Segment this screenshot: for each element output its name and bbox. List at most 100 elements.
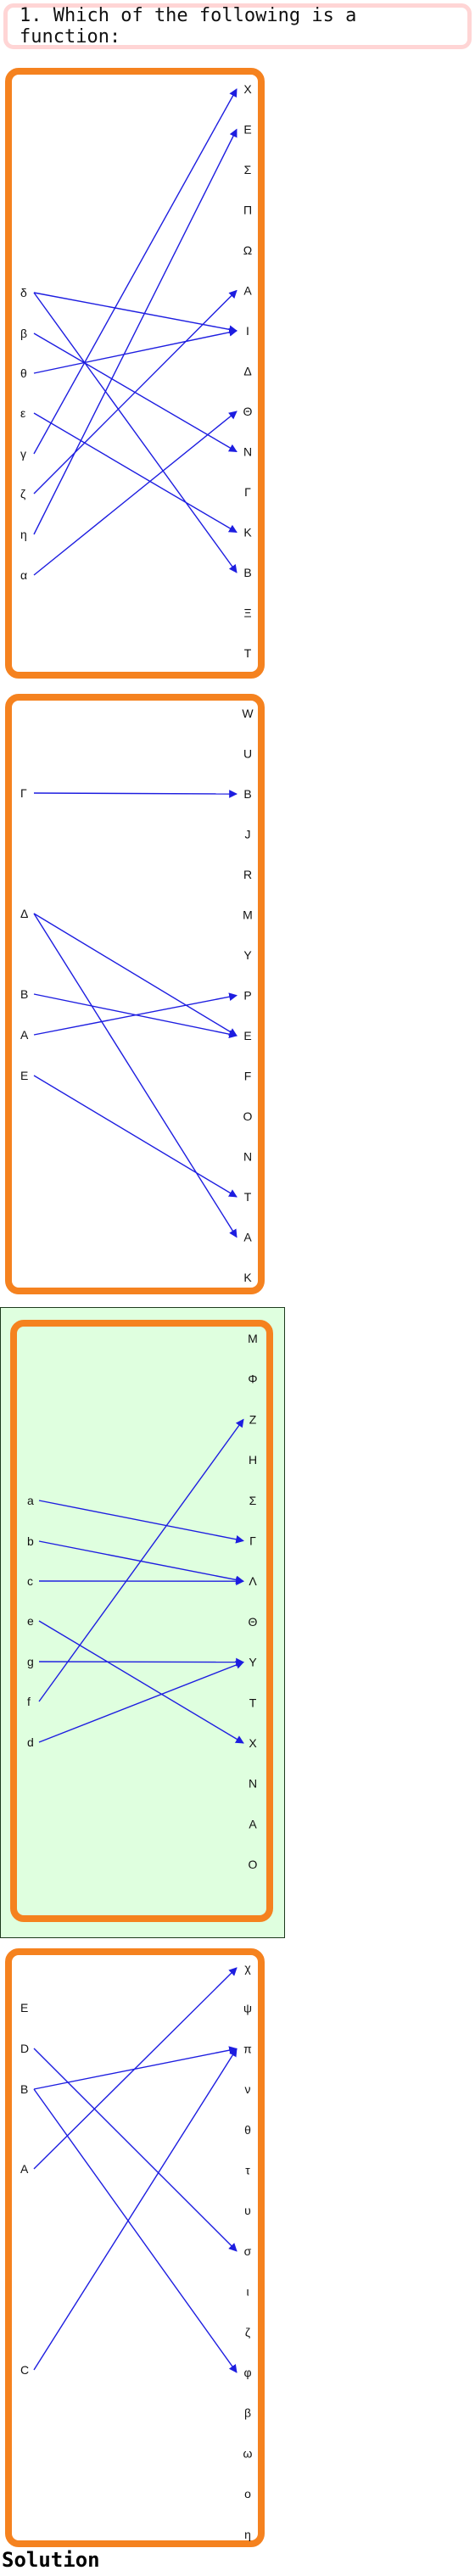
domain-label: d — [27, 1735, 34, 1749]
codomain-label: H — [249, 1453, 257, 1467]
codomain-label: M — [243, 908, 253, 922]
codomain-label: T — [244, 646, 252, 660]
mapping-arrow — [33, 328, 238, 374]
codomain-label: ι — [246, 2285, 249, 2299]
mapping-arrow — [33, 412, 238, 534]
codomain-label: W — [242, 707, 254, 720]
mapping-arrow — [33, 88, 238, 455]
domain-label: α — [20, 568, 27, 582]
mapping-arrow — [33, 2048, 238, 2252]
mapping-arrow — [33, 128, 238, 535]
codomain-label: ν — [245, 2082, 251, 2096]
codomain-label: Y — [249, 1656, 257, 1669]
codomain-label: Σ — [249, 1494, 257, 1507]
mapping-arrow — [33, 913, 238, 1037]
domain-label: E — [20, 1069, 28, 1082]
codomain-label: U — [243, 747, 252, 761]
selected-option-highlight[interactable] — [0, 1307, 285, 1938]
domain-label: f — [27, 1695, 31, 1708]
mapping-arrow — [33, 289, 238, 495]
codomain-label: I — [246, 324, 249, 338]
codomain-label: T — [249, 1696, 257, 1709]
mapping-arrow — [33, 2048, 238, 2371]
mapping-arrow — [38, 1500, 244, 1544]
codomain-label: Θ — [243, 405, 253, 418]
domain-label: C — [20, 2363, 29, 2377]
codomain-label: K — [243, 1271, 252, 1284]
solution-label: Solution — [2, 2548, 100, 2572]
option-panel-1[interactable] — [5, 68, 265, 679]
codomain-label: Λ — [249, 1574, 257, 1588]
question-box: 1. Which of the following is a function: — [3, 3, 472, 49]
codomain-label: ω — [243, 2446, 253, 2460]
domain-label: Γ — [20, 786, 27, 800]
codomain-label: K — [243, 526, 252, 539]
codomain-label: B — [243, 566, 251, 579]
codomain-label: O — [249, 1858, 258, 1871]
codomain-label: Γ — [244, 485, 251, 499]
domain-label: Δ — [20, 907, 28, 920]
option-panel-3[interactable] — [10, 1320, 273, 1922]
codomain-label: X — [243, 82, 252, 96]
mapping-arrow — [33, 411, 238, 576]
domain-label: A — [20, 1028, 29, 1042]
domain-label: B — [20, 987, 28, 1001]
codomain-label: σ — [244, 2244, 252, 2258]
domain-label: E — [20, 2001, 28, 2014]
codomain-label: η — [244, 2528, 251, 2541]
codomain-label: N — [243, 1150, 252, 1164]
codomain-label: χ — [244, 1961, 251, 1975]
codomain-label: Ω — [243, 243, 252, 257]
codomain-label: N — [249, 1777, 257, 1791]
codomain-label: θ — [244, 2123, 251, 2137]
codomain-label: Γ — [249, 1534, 256, 1548]
mapping-arrow — [33, 790, 238, 798]
mapping-arrow — [33, 1075, 238, 1198]
mapping-arrow — [38, 1418, 244, 1702]
domain-label: δ — [20, 286, 27, 299]
mapping-arrow — [33, 1967, 238, 2170]
codomain-label: Σ — [244, 163, 252, 176]
codomain-label: T — [244, 1190, 252, 1204]
codomain-label: P — [243, 989, 251, 1003]
mapping-arrow — [33, 292, 238, 573]
domain-label: a — [27, 1494, 34, 1507]
codomain-label: υ — [244, 2204, 251, 2217]
codomain-label: R — [243, 868, 252, 881]
codomain-label: Φ — [248, 1372, 257, 1386]
option-panel-4[interactable] — [5, 1948, 265, 2547]
question-text: 1. Which of the following is a function: — [20, 5, 357, 47]
codomain-label: ψ — [243, 2002, 252, 2015]
codomain-label: Π — [243, 204, 252, 217]
codomain-label: A — [243, 1231, 252, 1244]
domain-label: c — [27, 1574, 33, 1588]
codomain-label: ο — [244, 2487, 251, 2501]
codomain-label: X — [249, 1736, 257, 1750]
codomain-label: E — [243, 1029, 251, 1042]
domain-label: ζ — [20, 487, 25, 500]
codomain-label: Ξ — [243, 606, 251, 620]
mapping-arrow — [38, 1620, 244, 1744]
domain-label: β — [20, 327, 27, 340]
codomain-label: τ — [245, 2164, 250, 2177]
domain-label: θ — [20, 366, 27, 380]
codomain-label: B — [243, 787, 251, 801]
codomain-label: F — [244, 1070, 252, 1083]
codomain-label: E — [243, 123, 251, 137]
codomain-label: J — [245, 828, 251, 841]
codomain-label: A — [249, 1817, 257, 1830]
mapping-arrow — [38, 1661, 244, 1743]
codomain-label: A — [243, 284, 252, 298]
domain-label: γ — [20, 447, 26, 461]
domain-label: η — [20, 528, 27, 541]
codomain-label: Y — [243, 948, 252, 962]
codomain-label: O — [243, 1109, 253, 1123]
domain-label: A — [20, 2162, 29, 2176]
codomain-label: β — [244, 2406, 251, 2420]
domain-label: e — [27, 1614, 34, 1628]
mapping-arrow — [33, 992, 238, 1036]
